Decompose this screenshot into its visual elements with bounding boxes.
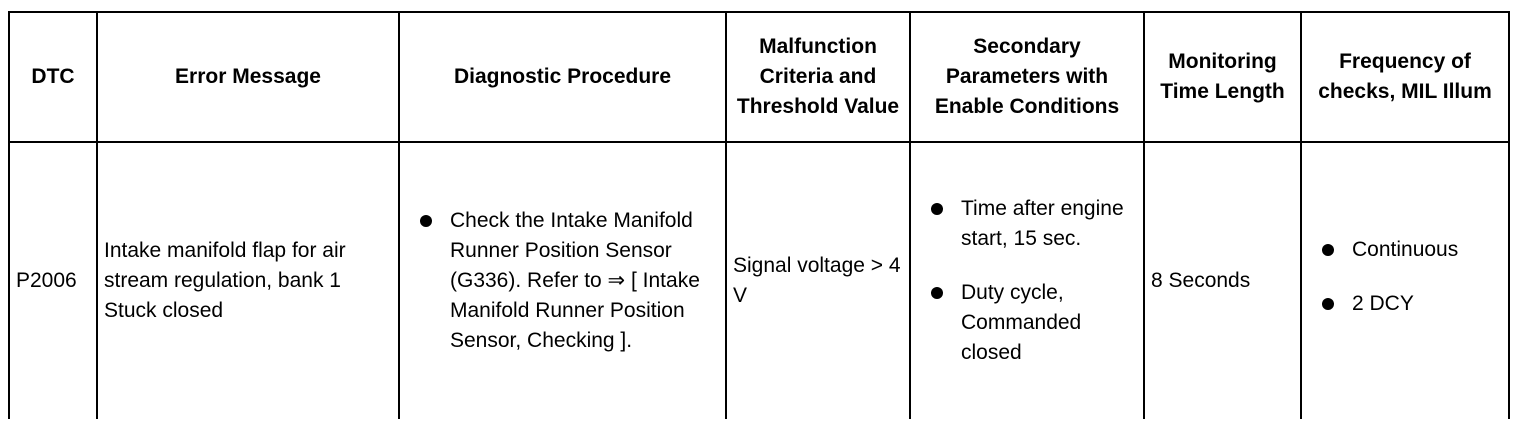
frequency-text: Continuous — [1352, 238, 1459, 261]
frequency-list: Continuous 2 DCY — [1308, 235, 1502, 319]
bullet-icon — [1322, 298, 1334, 310]
secondary-parameter-text: Time after engine start, 15 sec. — [961, 197, 1124, 250]
dtc-code: P2006 — [8, 141, 98, 419]
header-error-message: Error Message — [96, 11, 400, 143]
header-malfunction-criteria: Malfunction Criteria and Threshold Value — [725, 11, 911, 143]
list-item: Check the Intake Manifold Runner Positio… — [406, 206, 719, 356]
list-item: 2 DCY — [1308, 289, 1502, 319]
malfunction-criteria-cell: Signal voltage > 4 V — [725, 141, 911, 419]
monitoring-time-cell: 8 Seconds — [1143, 141, 1302, 419]
frequency-cell: Continuous 2 DCY — [1300, 141, 1510, 419]
list-item: Time after engine start, 15 sec. — [917, 194, 1137, 254]
header-row: DTC Error Message Diagnostic Procedure M… — [8, 11, 1510, 143]
bullet-icon — [931, 287, 943, 299]
bullet-icon — [1322, 244, 1334, 256]
header-dtc: DTC — [8, 11, 98, 143]
table-row: P2006 Intake manifold flap for air strea… — [8, 141, 1510, 419]
header-monitoring-time: Monitoring Time Length — [1143, 11, 1302, 143]
bullet-icon — [931, 203, 943, 215]
frequency-text: 2 DCY — [1352, 292, 1414, 315]
header-frequency: Frequency of checks, MIL Illum — [1300, 11, 1510, 143]
secondary-parameters-cell: Time after engine start, 15 sec. Duty cy… — [909, 141, 1145, 419]
diagnostic-procedure-cell: Check the Intake Manifold Runner Positio… — [398, 141, 727, 419]
header-diagnostic-procedure: Diagnostic Procedure — [398, 11, 727, 143]
procedure-step-text: Check the Intake Manifold Runner Positio… — [450, 209, 700, 352]
list-item: Continuous — [1308, 235, 1502, 265]
header-secondary-parameters: Secondary Parameters with Enable Conditi… — [909, 11, 1145, 143]
error-message-cell: Intake manifold flap for air stream regu… — [96, 141, 400, 419]
list-item: Duty cycle, Commanded closed — [917, 278, 1137, 368]
dtc-table: DTC Error Message Diagnostic Procedure M… — [8, 11, 1510, 419]
procedure-list: Check the Intake Manifold Runner Positio… — [406, 206, 719, 356]
bullet-icon — [420, 215, 432, 227]
secondary-parameter-text: Duty cycle, Commanded closed — [961, 281, 1082, 364]
secondary-parameters-list: Time after engine start, 15 sec. Duty cy… — [917, 194, 1137, 368]
